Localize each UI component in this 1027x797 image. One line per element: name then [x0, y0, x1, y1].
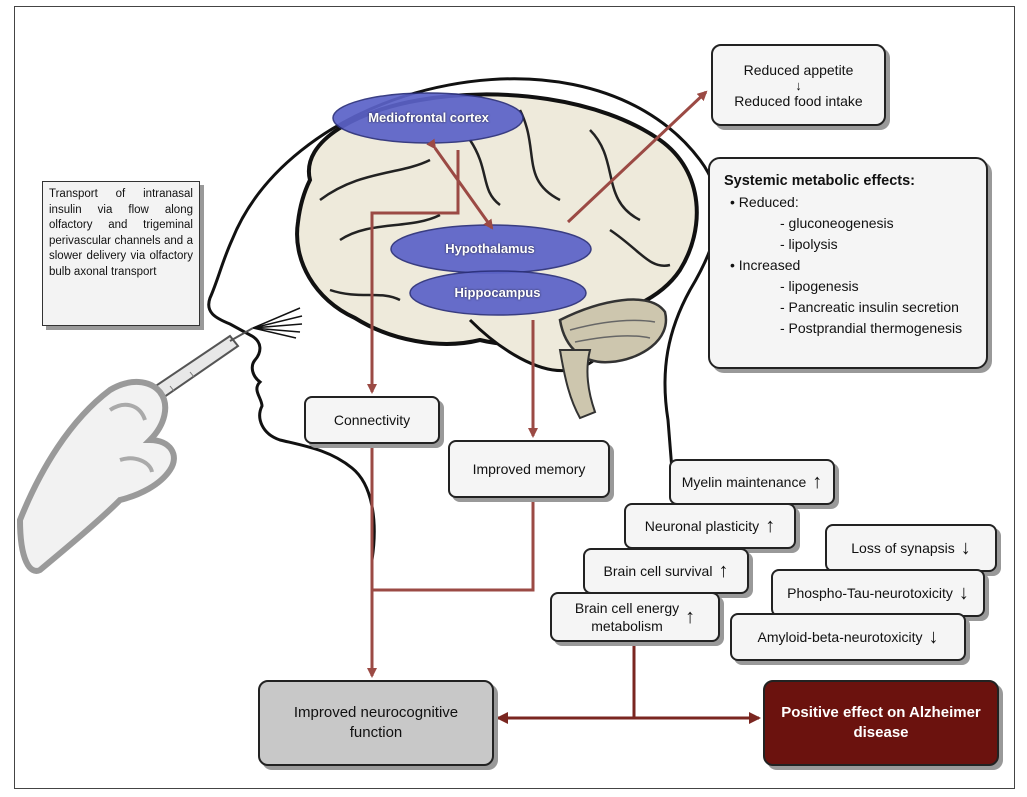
increased-item: - Postprandial thermogenesis [780, 320, 963, 336]
energy-box: Brain cell energy metabolism ↑ [550, 592, 720, 642]
increase-arrow-icon: ↑ [812, 471, 823, 493]
transport-note: Transport of intranasal insulin via flow… [42, 181, 200, 326]
neurocognitive-line2: function [349, 724, 403, 741]
increased-item: - Pancreatic insulin secretion [780, 299, 959, 315]
neurocognitive-box: Improved neurocognitive function [258, 680, 494, 766]
arrow-to-connectivity [367, 150, 460, 394]
plasticity-box: Neuronal plasticity ↑ [624, 503, 796, 549]
myelin-box: Myelin maintenance ↑ [669, 459, 835, 505]
hypothalamus-label: Hypothalamus [445, 241, 535, 256]
connectivity-label: Connectivity [333, 412, 411, 428]
energy-label: Brain cell energy metabolism [575, 599, 679, 635]
reduced-item: - lipolysis [780, 236, 838, 252]
arrow-to-appetite [566, 90, 708, 224]
reduced-item: - gluconeogenesis [780, 215, 894, 231]
alzheimer-box: Positive effect on Alzheimer disease [763, 680, 999, 766]
hand-illustration [16, 379, 177, 574]
connectivity-box: Connectivity [304, 396, 440, 444]
increased-item: - lipogenesis [780, 278, 859, 294]
increased-label-text: Increased [738, 257, 801, 273]
systemic-effects-box: Systemic metabolic effects: • Reduced: -… [708, 157, 988, 369]
neurocognitive-label: Improved neurocognitive function [294, 703, 458, 743]
increased-label: • Increased [730, 257, 801, 273]
plasticity-label: Neuronal plasticity [644, 518, 760, 534]
brainstem [558, 349, 597, 420]
amyloid-label: Amyloid-beta-neurotoxicity [757, 629, 923, 645]
synapsis-label: Loss of synapsis [851, 540, 955, 556]
energy-line1: Brain cell energy [574, 600, 680, 616]
neurocognitive-line1: Improved neurocognitive [293, 704, 459, 721]
arrow-mediofrontal-hypothalamus [426, 138, 494, 230]
energy-line2: metabolism [591, 618, 663, 634]
improved-memory-box: Improved memory [448, 440, 610, 498]
decrease-arrow-icon: ↓ [960, 537, 971, 559]
decrease-arrow-icon: ↓ [928, 626, 939, 648]
appetite-box: Reduced appetite ↓ Reduced food intake [711, 44, 886, 126]
alzheimer-line2: disease [853, 724, 909, 741]
decrease-arrow-icon: ↓ [958, 582, 969, 604]
increase-arrow-icon: ↑ [685, 606, 696, 628]
alzheimer-line1: Positive effect on Alzheimer [781, 704, 981, 721]
hippocampus-ellipse [409, 270, 587, 316]
increase-arrow-icon: ↑ [718, 560, 729, 582]
head-outline [207, 94, 406, 561]
mediofrontal-label: Mediofrontal cortex [368, 110, 489, 125]
tau-label: Phospho-Tau-neurotoxicity [787, 585, 953, 601]
figure-frame [14, 6, 1015, 789]
tau-box: Phospho-Tau-neurotoxicity ↓ [771, 569, 985, 617]
synapsis-box: Loss of synapsis ↓ [825, 524, 997, 572]
increase-arrow-icon: ↑ [765, 515, 776, 537]
alzheimer-label: Positive effect on Alzheimer disease [781, 703, 981, 743]
hippocampus-label: Hippocampus [454, 285, 541, 300]
survival-label: Brain cell survival [603, 563, 713, 579]
systemic-title: Systemic metabolic effects: [724, 173, 915, 189]
amyloid-box: Amyloid-beta-neurotoxicity ↓ [730, 613, 966, 661]
myelin-label: Myelin maintenance [681, 474, 807, 490]
appetite-top: Reduced appetite [743, 61, 854, 78]
survival-box: Brain cell survival ↑ [583, 548, 749, 594]
reduced-label-text: Reduced: [738, 194, 799, 210]
spray-lines [252, 307, 303, 339]
appetite-bottom: Reduced food intake [734, 92, 863, 109]
appetite-arrow-icon: ↓ [795, 77, 802, 93]
improved-memory-label: Improved memory [472, 461, 586, 477]
arrow-memory-join [372, 500, 535, 592]
reduced-label: • Reduced: [730, 194, 799, 210]
